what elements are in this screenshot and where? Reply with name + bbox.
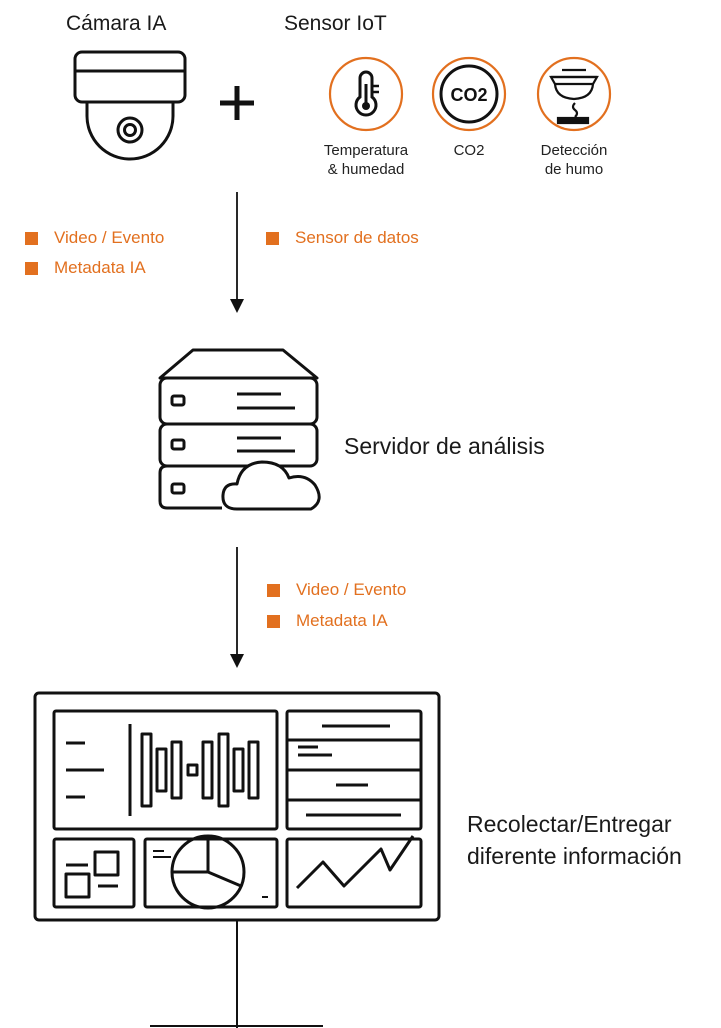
- legend-metadata-ia: Metadata IA: [25, 258, 146, 278]
- sensor-caption-co2: CO2: [429, 141, 509, 160]
- sensor-caption-smoke: Detección de humo: [514, 141, 634, 179]
- legend-metadata-ia-2: Metadata IA: [267, 611, 388, 631]
- server-label: Servidor de análisis: [344, 433, 545, 459]
- caption-line: & humedad: [327, 161, 405, 178]
- legend-swatch: [267, 583, 280, 597]
- legend-swatch: [266, 231, 279, 245]
- cloud-server-icon: [158, 348, 321, 511]
- legend-sensor-de-datos: Sensor de datos: [266, 228, 419, 248]
- plus-icon: [220, 86, 254, 120]
- dashboard-label: Recolectar/Entregar diferente informació…: [467, 808, 682, 872]
- thermometer-icon: [328, 56, 404, 132]
- legend-video-evento-2: Video / Evento: [267, 580, 406, 600]
- sensor-title: Sensor IoT: [284, 12, 387, 35]
- smoke-detector-icon: [536, 56, 612, 132]
- caption-line: CO2: [453, 142, 485, 159]
- caption-line: Temperatura: [323, 142, 409, 159]
- legend-label: Metadata IA: [54, 258, 146, 277]
- sensor-caption-temperature: Temperatura & humedad: [296, 141, 436, 179]
- flow-arrow-2: [230, 547, 244, 668]
- dashboard-label-line: diferente información: [467, 843, 682, 869]
- flow-arrow-1: [230, 192, 244, 313]
- caption-line: Detección: [540, 142, 608, 159]
- camera-title: Cámara IA: [66, 12, 167, 35]
- dashboard-monitor-icon: [33, 691, 441, 1028]
- dashboard-label-line: Recolectar/Entregar: [467, 811, 672, 837]
- legend-label: Video / Evento: [54, 228, 165, 247]
- legend-swatch: [267, 614, 280, 628]
- legend-label: Video / Evento: [296, 580, 407, 599]
- legend-label: Sensor de datos: [295, 228, 419, 247]
- caption-line: de humo: [544, 161, 604, 178]
- co2-icon: CO2: [431, 56, 507, 132]
- legend-swatch: [25, 261, 38, 275]
- dome-camera-icon: [73, 50, 187, 161]
- legend-video-evento: Video / Evento: [25, 228, 164, 248]
- legend-swatch: [25, 231, 38, 245]
- legend-label: Metadata IA: [296, 611, 388, 630]
- co2-badge: CO2: [450, 85, 487, 105]
